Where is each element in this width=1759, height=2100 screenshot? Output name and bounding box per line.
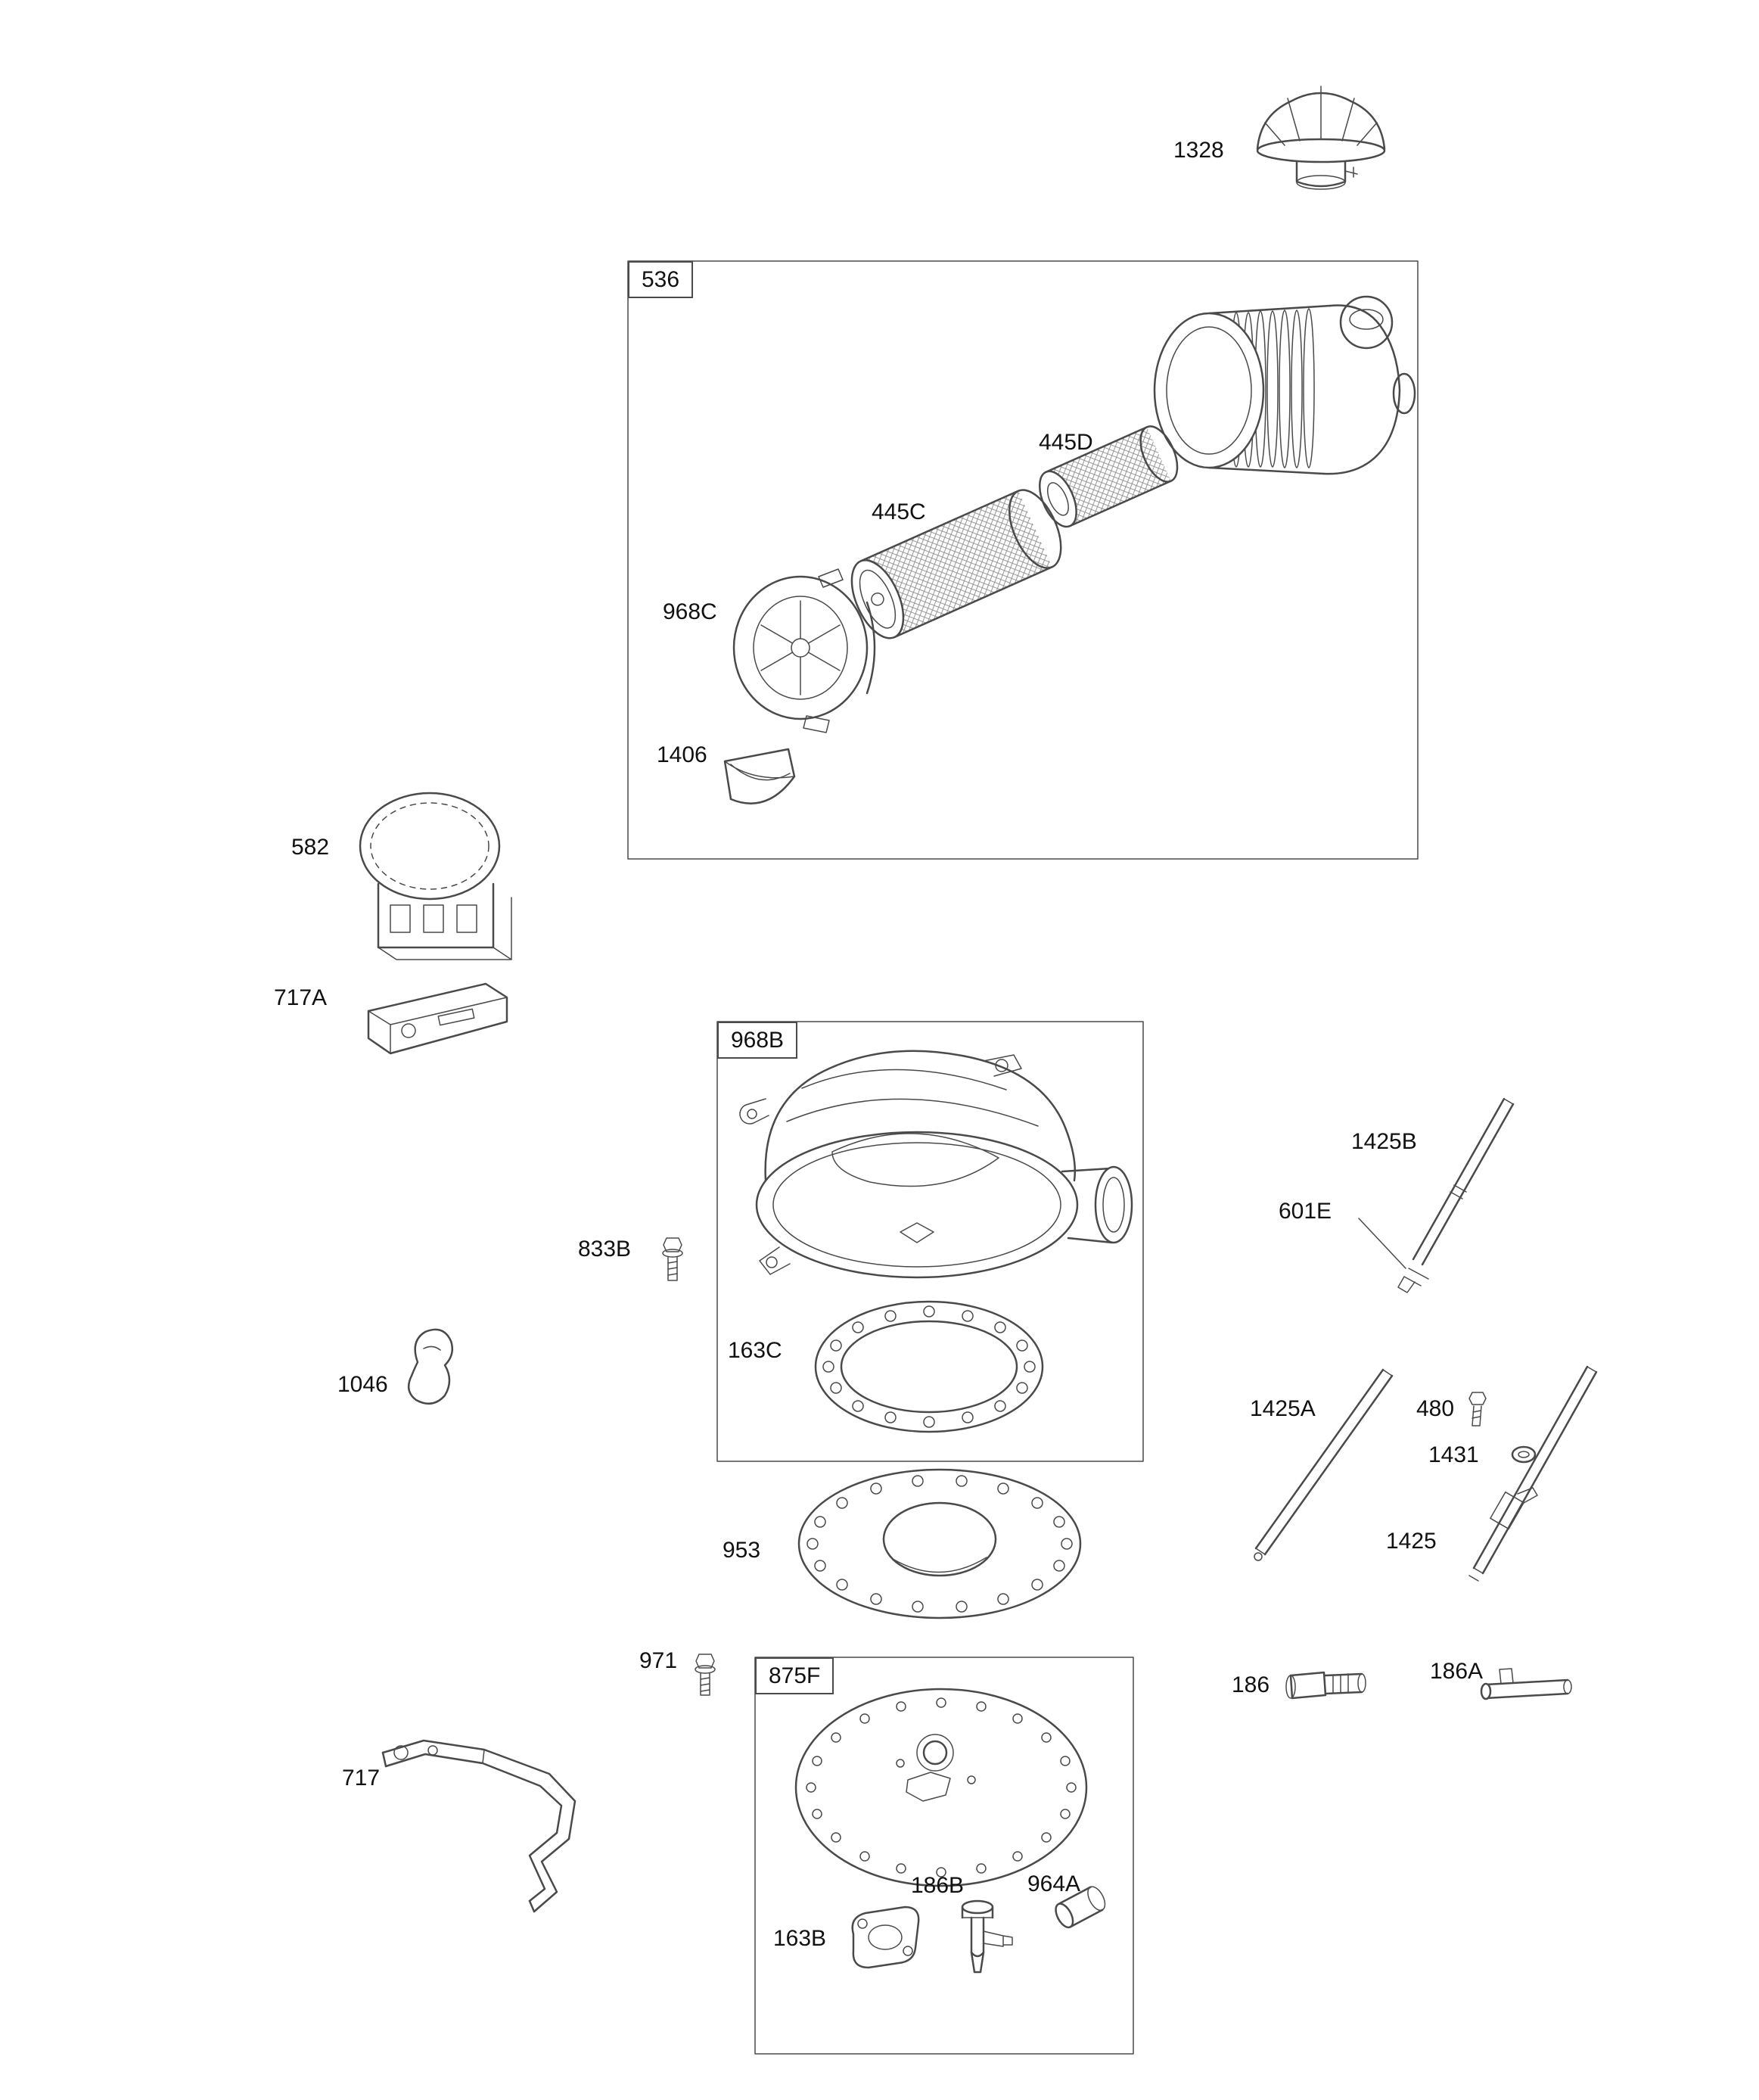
- part-label-163B: 163B: [773, 1926, 827, 1951]
- part-label-480: 480: [1416, 1396, 1455, 1421]
- part-label-186A: 186A: [1430, 1659, 1484, 1684]
- air-cleaner-body-drawing: [1153, 295, 1416, 475]
- bolt-480-drawing: [1468, 1392, 1487, 1426]
- part-label-582: 582: [291, 835, 330, 860]
- part-label-964A: 964A: [1027, 1871, 1081, 1896]
- part-label-1431: 1431: [1428, 1442, 1479, 1467]
- part-label-1046: 1046: [337, 1372, 388, 1397]
- part-label-186B: 186B: [911, 1873, 965, 1898]
- part-label-163C: 163C: [728, 1338, 782, 1363]
- part-label-601E: 601E: [1279, 1199, 1332, 1224]
- tube-1425B-drawing: [1397, 1097, 1515, 1293]
- screw-971-drawing: [695, 1654, 716, 1696]
- carburetor-plate-drawing: [794, 1688, 1088, 1887]
- deflector-1406-drawing: [723, 748, 796, 804]
- gasket-163B-drawing: [851, 1906, 920, 1969]
- washer-1431-drawing: [1511, 1445, 1537, 1464]
- part-label-717A: 717A: [274, 985, 328, 1010]
- part-label-445C: 445C: [872, 499, 926, 524]
- fitting-186B-drawing: [961, 1899, 1013, 1974]
- part-label-1425A: 1425A: [1250, 1396, 1316, 1421]
- diaphragm-953-drawing: [797, 1468, 1082, 1619]
- filter-cartridge-445D-drawing: [1039, 425, 1179, 528]
- tube-186A-drawing: [1480, 1668, 1572, 1700]
- hose-connector-186-drawing: [1285, 1671, 1366, 1700]
- part-label-1425: 1425: [1386, 1529, 1437, 1554]
- clamp-582-drawing: [359, 792, 512, 960]
- leader-line-601E: [1358, 1218, 1406, 1269]
- bracket-717-drawing: [381, 1739, 576, 1913]
- filter-element-445C-drawing: [850, 489, 1062, 639]
- part-label-968C: 968C: [663, 599, 717, 624]
- gasket-163C-drawing: [814, 1300, 1044, 1433]
- plug-964A-drawing: [1055, 1886, 1106, 1929]
- air-cleaner-base-968B-drawing: [739, 1050, 1133, 1279]
- part-label-971: 971: [639, 1648, 678, 1673]
- tube-1425-drawing: [1468, 1365, 1598, 1582]
- air-cleaner-cap-1328-drawing: [1256, 86, 1386, 190]
- part-label-445D: 445D: [1039, 430, 1093, 455]
- part-label-186: 186: [1232, 1672, 1270, 1697]
- group-box-875F: [754, 1657, 1134, 2055]
- group-box-968B: [716, 1021, 1144, 1462]
- tube-1425A-drawing: [1254, 1368, 1394, 1561]
- part-label-1425B: 1425B: [1351, 1129, 1417, 1154]
- screw-833B-drawing: [662, 1237, 683, 1281]
- bracket-717A-drawing: [367, 982, 508, 1055]
- grommet-1046-drawing: [407, 1328, 453, 1405]
- group-box-536: [627, 260, 1419, 860]
- cover-968C-drawing: [732, 568, 876, 733]
- part-label-1328: 1328: [1173, 138, 1224, 163]
- part-label-1406: 1406: [657, 742, 707, 767]
- part-label-968B: 968B: [717, 1022, 798, 1059]
- part-label-536: 536: [628, 261, 694, 298]
- part-label-717: 717: [342, 1766, 381, 1790]
- part-label-833B: 833B: [578, 1237, 632, 1262]
- part-label-953: 953: [723, 1538, 761, 1563]
- part-label-875F: 875F: [755, 1657, 834, 1694]
